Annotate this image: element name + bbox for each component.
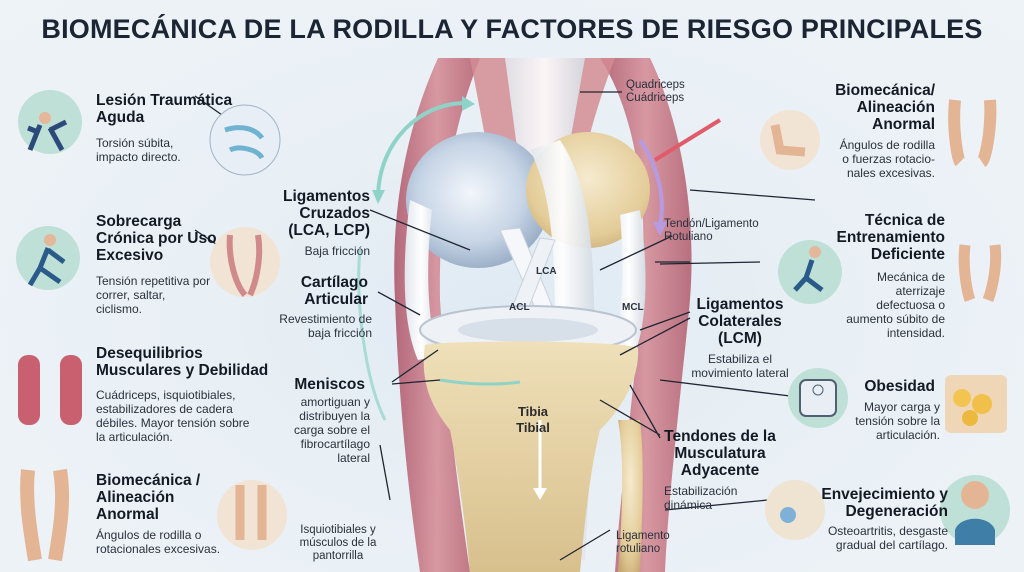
lca-tag: LCA [536, 266, 557, 277]
leader-lines [194, 91, 816, 561]
right-desc-2: Mecánica de aterrizaje defectuosa o aume… [846, 270, 945, 340]
tibia-bone [423, 341, 639, 572]
degenerated-knee-icon [765, 480, 825, 540]
cartilage-heading: Cartílago Articular [300, 274, 368, 308]
left-heading-2: Sobrecarga Crónica por Uso Excesivo [96, 213, 217, 264]
right-desc-1: Ángulos de rodilla o fuerzas rotacio- na… [839, 138, 935, 180]
collateral-ligaments-heading: Ligamentos Colaterales (LCM) [696, 296, 784, 347]
legs-alignment-icon-right [948, 99, 997, 167]
force-arrow [653, 118, 722, 162]
tendons-heading: Tendones de la Musculatura Adyacente [664, 428, 776, 479]
left-desc-4: Ángulos de rodilla o rotacionales excesi… [96, 528, 221, 556]
fibula-bone [618, 420, 643, 572]
left-desc-2: Tensión repetitiva por correr, saltar, c… [96, 274, 211, 316]
right-heading-2: Técnica de Entrenamiento Deficiente [836, 212, 945, 263]
runner-icon [16, 226, 80, 290]
meniscus-desc: amortiguan y distribuyen la carga sobre … [293, 395, 370, 465]
legs-technique-icon [958, 244, 1002, 303]
arrow-head [372, 190, 385, 204]
athlete-football-icon [18, 90, 82, 154]
collateral-ligaments-desc: Estabiliza el movimiento lateral [691, 352, 789, 380]
muscle-left-icon [18, 355, 40, 425]
mcl-tag: MCL [622, 302, 644, 313]
left-heading-4: Biomecánica / Alineación Anormal [96, 472, 201, 523]
patellar-ligament-label: Ligamento rotuliano [616, 530, 670, 555]
cartilage-desc: Revestimiento de baja fricción [279, 312, 372, 340]
patellar-tendon-label: Tendón/Ligamento Rotuliano [664, 218, 759, 243]
motion-arrow-top-left [376, 101, 463, 196]
arrow-head [533, 488, 547, 500]
left-heading-3: Desequilibrios Musculares y Debilidad [96, 345, 269, 379]
left-icons [16, 90, 287, 562]
right-heading-1: Biomecánica/ Alineación Anormal [835, 82, 935, 133]
arrow-head [462, 96, 475, 111]
legs-alignment-icon [20, 468, 70, 562]
right-icons [760, 99, 1010, 545]
motion-arrow-left [357, 249, 387, 421]
right-desc-4: Osteoartritis, desgaste gradual del cart… [827, 524, 948, 552]
calf-muscle [600, 58, 692, 572]
cruciate-ligaments-desc: Baja fricción [304, 244, 370, 258]
meniscus-inner [458, 318, 598, 342]
tibia-label: Tibia Tibial [516, 404, 550, 435]
feet-alignment-icon [217, 480, 287, 550]
hamstrings-label: Isquiotibiales y músculos de la pantorri… [299, 524, 377, 562]
motion-arrow-right [638, 138, 664, 226]
muscle-right-icon [60, 355, 82, 425]
right-desc-3: Mayor carga y tensión sobre la articulac… [855, 400, 940, 442]
meniscus-heading: Meniscos [294, 376, 365, 393]
arrow-head [653, 222, 667, 236]
cruciate-ligaments-heading: Ligamentos Cruzados (LCA, LCP) [283, 188, 370, 239]
quadriceps-label: Quadriceps Cuádriceps [626, 79, 685, 104]
page-title: BIOMECÁNICA DE LA RODILLA Y FACTORES DE … [41, 14, 983, 44]
motion-arrow-lower [439, 378, 521, 386]
left-heading-1: Lesión Traumática Aguda [96, 92, 233, 126]
left-desc-1: Torsión súbita, impacto directo. [96, 136, 181, 164]
right-heading-3: Obesidad [864, 378, 935, 395]
acl-tag: ACL [509, 302, 530, 313]
tendons-desc: Estabilización dinámica [664, 484, 738, 512]
left-desc-3: Cuádriceps, isquiotibiales, estabilizado… [96, 388, 250, 444]
right-heading-4: Envejecimiento y Degeneración [821, 486, 948, 520]
